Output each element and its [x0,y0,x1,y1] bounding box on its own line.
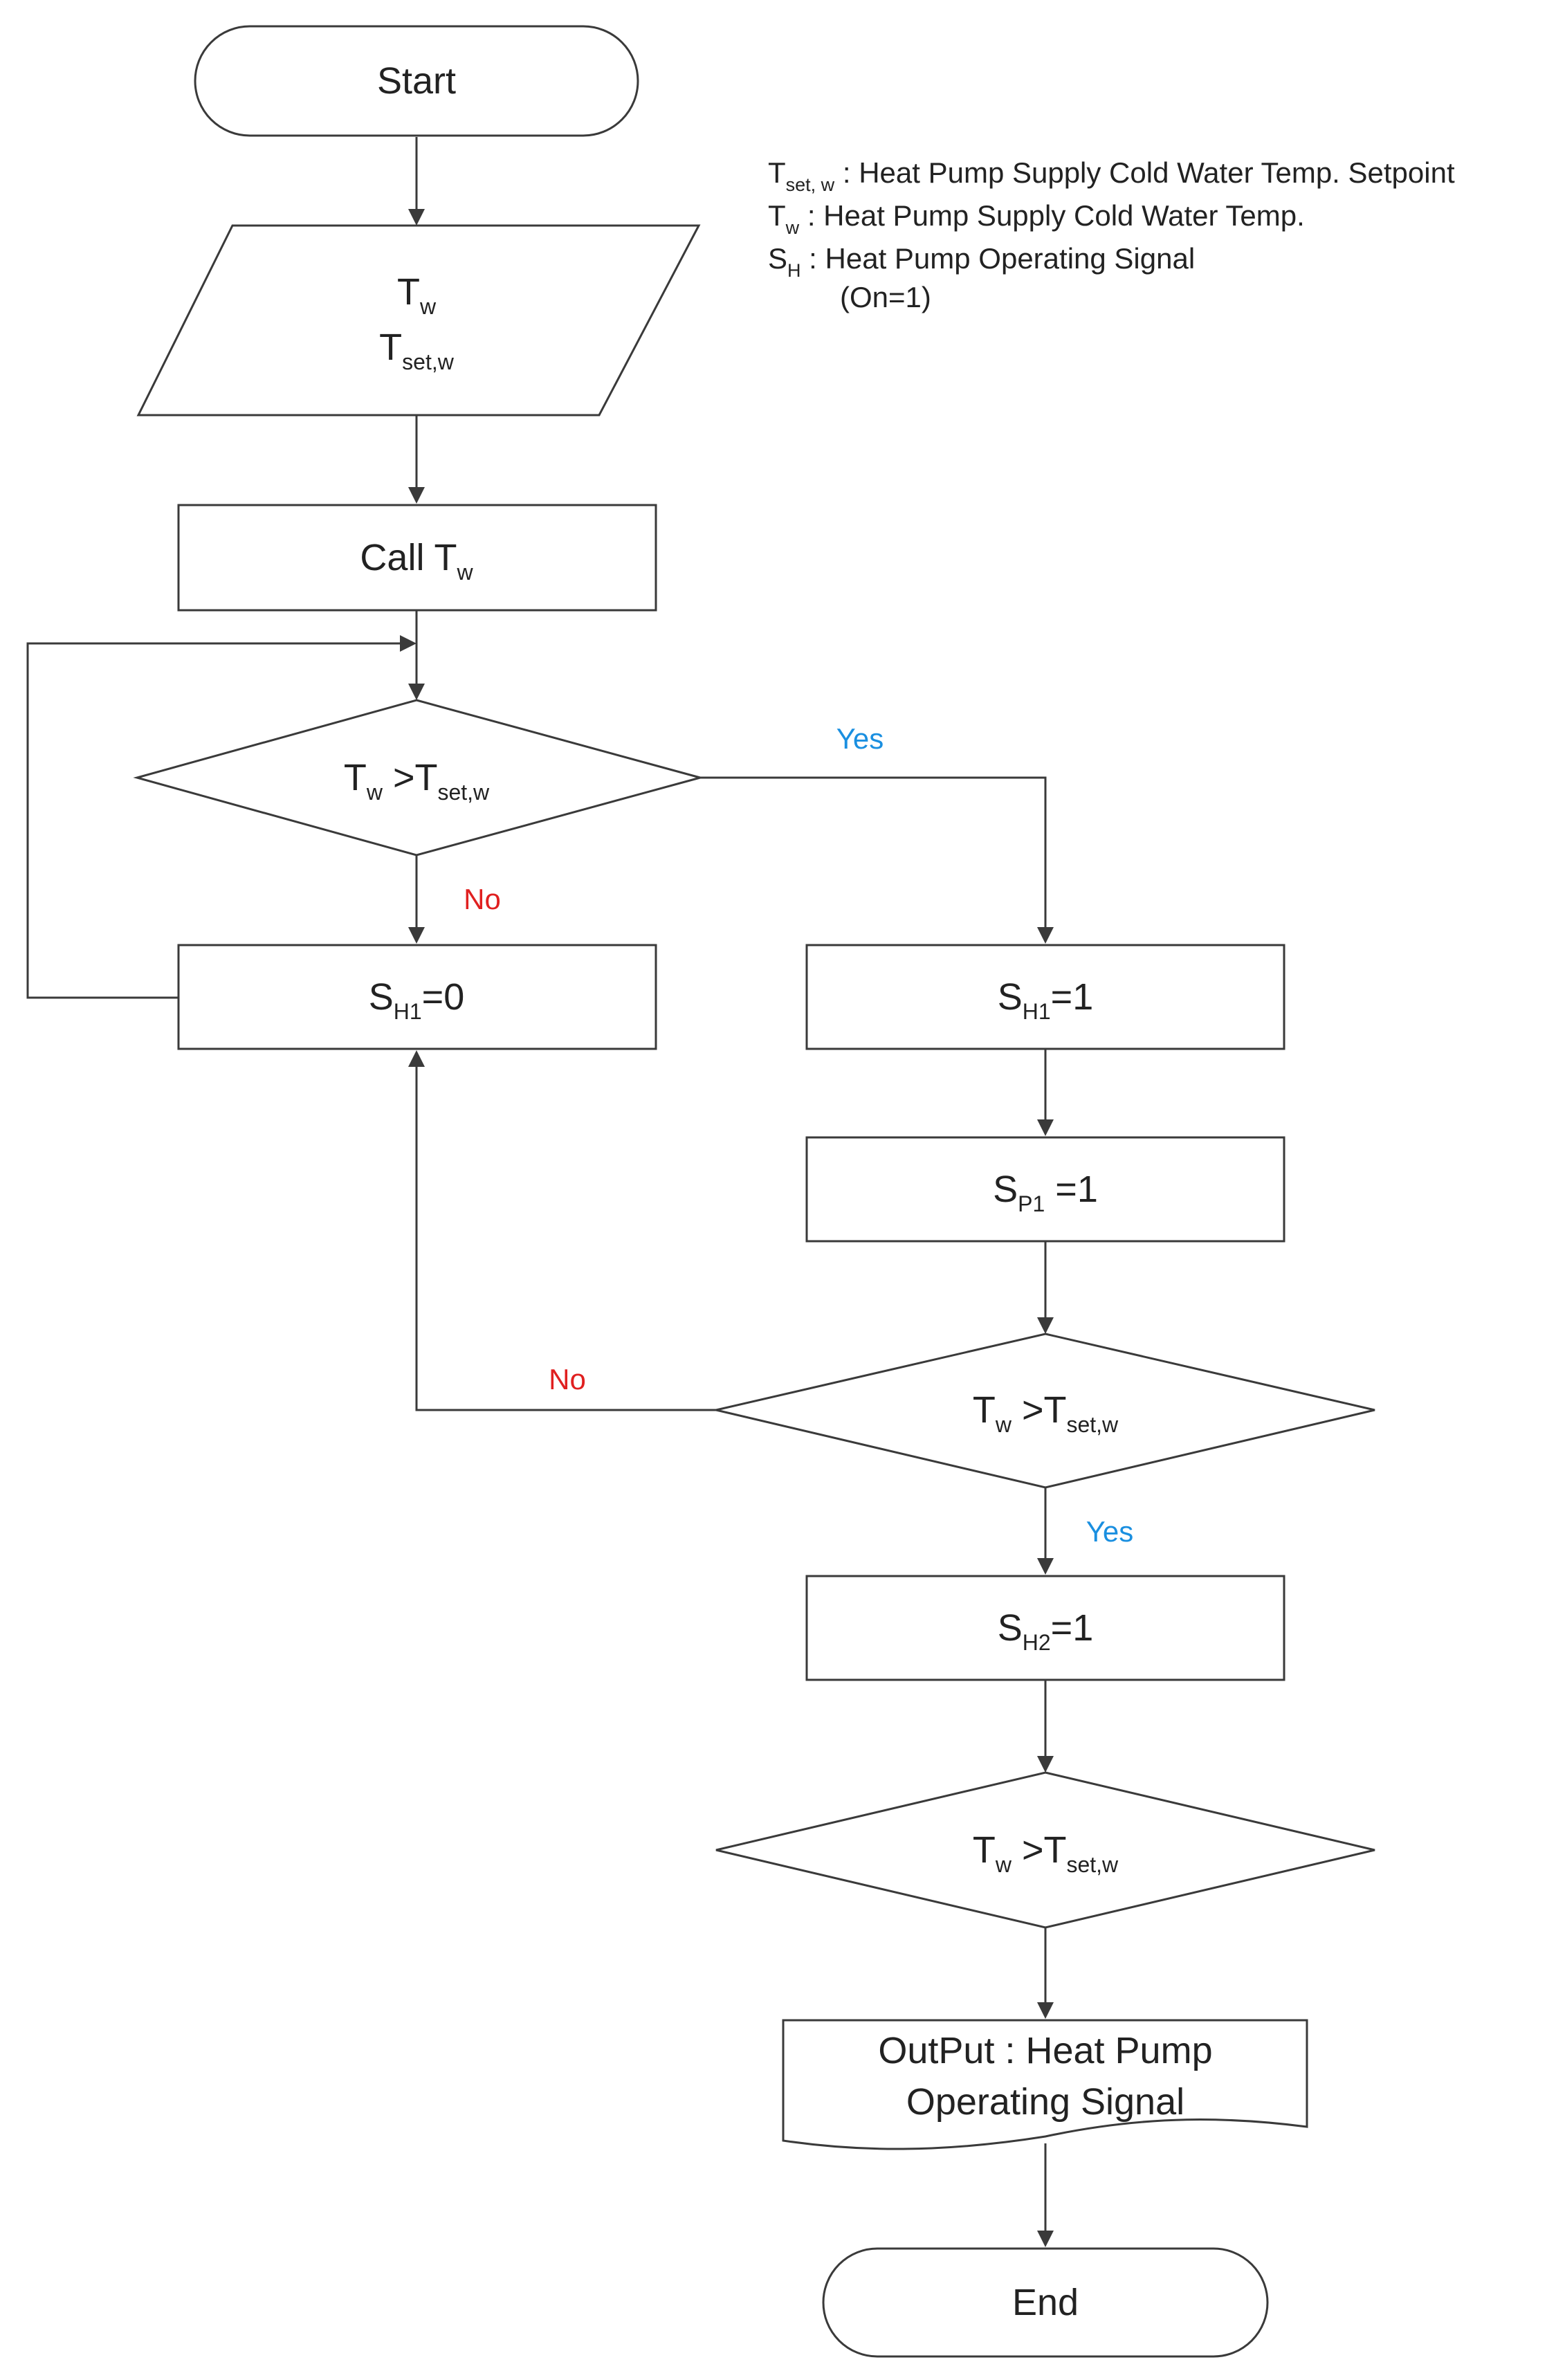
decision-3-label: Tw >Tset,w [973,1829,1119,1877]
call-tw-label: Call Tw [360,537,473,585]
end-label: End [1012,2282,1079,2323]
decision-1-label: Tw >Tset,w [344,757,490,805]
connector-decision1-yes [700,776,1047,933]
output-line-1: OutPut : Heat Pump [878,2030,1212,2071]
sh1-zero-label: SH1=0 [369,976,465,1024]
legend-row-temp: Tw : Heat Pump Supply Cold Water Temp. [768,199,1305,238]
arrowhead [400,635,417,652]
input-line-1: Tw [397,271,437,319]
connectors [26,137,1054,2247]
output-line-2: Operating Signal [906,2081,1184,2123]
start-terminator [194,25,639,137]
yes-label-2: Yes [1086,1515,1134,1548]
sp1-one-process [805,1136,1285,1243]
arrowhead [1037,1558,1054,1575]
decision-1 [133,699,704,857]
sh1-one-process [805,944,1285,1050]
decision-2 [715,1333,1375,1489]
legend: Tset, w : Heat Pump Supply Cold Water Te… [768,156,1455,313]
arrowhead [1037,2002,1054,2019]
arrowhead [408,209,425,226]
sh1-zero-process [177,944,657,1050]
end-terminator [822,2247,1269,2358]
input-line-2: Tset,w [379,327,455,374]
connector-loop-back [26,642,408,999]
arrowhead [1037,927,1054,944]
call-tw-process [177,504,657,612]
output-document [782,2019,1308,2150]
decision-3 [715,1771,1375,1929]
no-label-1: No [464,883,501,915]
decision-2-label: Tw >Tset,w [973,1389,1119,1437]
arrowhead [1037,1119,1054,1136]
arrowhead [408,1050,425,1067]
arrowhead [1037,2231,1054,2247]
arrowhead [1037,1756,1054,1773]
start-label: Start [377,60,456,102]
arrowhead [408,487,425,504]
sp1-one-label: SP1 =1 [993,1169,1098,1216]
legend-row-on: (On=1) [840,281,931,313]
sh2-one-process [805,1575,1285,1681]
legend-row-signal: SH : Heat Pump Operating Signal [768,242,1195,281]
legend-row-setpoint: Tset, w : Heat Pump Supply Cold Water Te… [768,156,1455,195]
sh1-one-label: SH1=1 [998,976,1094,1024]
no-label-2: No [549,1363,586,1395]
arrowhead [408,684,425,700]
input-parallelogram [136,224,701,416]
arrowhead [408,927,425,944]
sh2-one-label: SH2=1 [998,1607,1094,1655]
connector-decision2-no [415,1061,716,1411]
arrowhead [1037,1317,1054,1334]
yes-label-1: Yes [836,722,884,755]
